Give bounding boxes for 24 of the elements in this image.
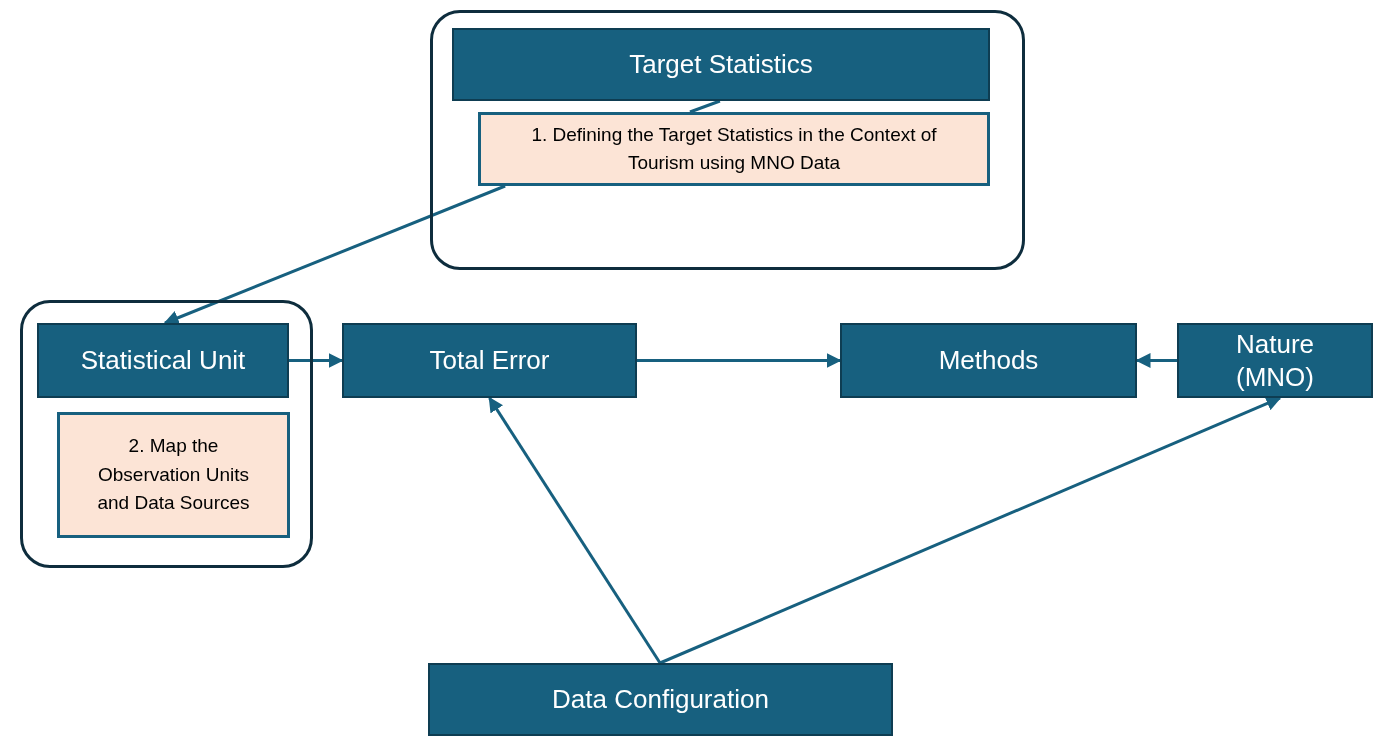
box-label: Target Statistics <box>629 48 813 81</box>
group-frame <box>430 10 1025 270</box>
arrow <box>637 353 842 368</box>
step-box <box>478 112 990 186</box>
process-box <box>342 323 637 398</box>
box-label: Data Configuration <box>552 683 769 716</box>
group-frame <box>20 300 313 568</box>
box-label: Nature (MNO) <box>1234 328 1315 393</box>
arrow <box>163 184 506 325</box>
process-box <box>37 323 289 398</box>
process-box <box>428 663 893 736</box>
box-label: Methods <box>938 344 1039 377</box>
box-label: 1. Defining the Target Statistics in the Context of Tourism using MNO Data <box>530 122 938 175</box>
box-label: Statistical Unit <box>80 344 246 377</box>
connector-line <box>689 99 721 114</box>
box-label: Total Error <box>429 344 550 377</box>
step-box <box>57 412 290 538</box>
arrow <box>289 353 344 368</box>
process-box <box>840 323 1137 398</box>
process-box <box>1177 323 1373 398</box>
process-box <box>452 28 990 101</box>
box-label: 2. Map the Observation Units and Data Sources <box>96 434 251 516</box>
arrow <box>659 396 1282 665</box>
arrow <box>488 396 662 664</box>
